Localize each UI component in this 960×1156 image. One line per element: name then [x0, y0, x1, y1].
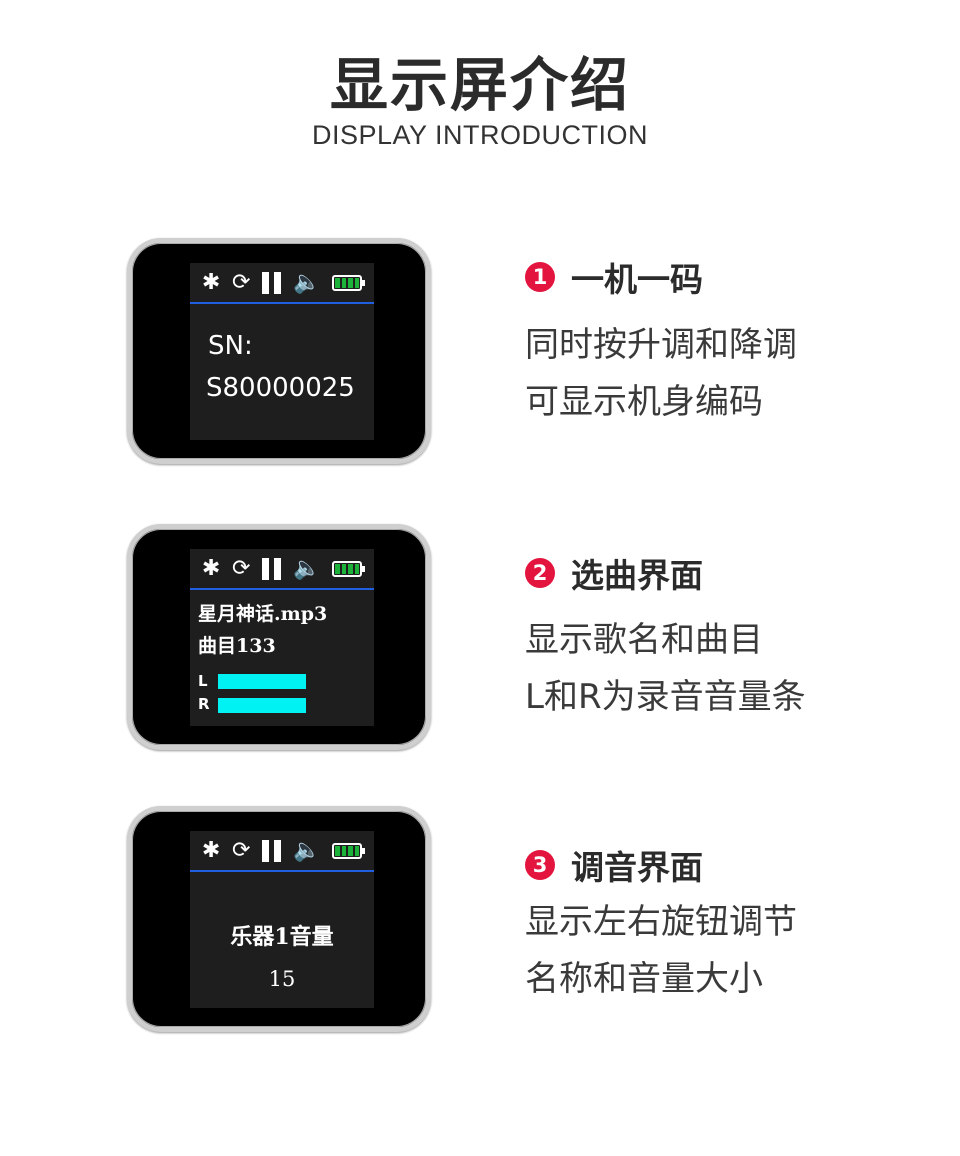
desc-line: 显示歌名和曲目	[525, 620, 763, 660]
display-screen: ✱ ⟳ 🔈 乐器1音量 15	[190, 831, 374, 1008]
pause-icon	[262, 557, 282, 580]
battery-icon	[332, 274, 366, 291]
control-value: 15	[268, 967, 296, 991]
device-tuning-screen: ✱ ⟳ 🔈 乐器1音量 15	[127, 806, 431, 1032]
number-badge: 1	[525, 262, 555, 292]
page-subtitle: DISPLAY INTRODUCTION	[311, 120, 649, 150]
control-name: 乐器1音量	[230, 924, 334, 950]
battery-icon	[332, 842, 366, 859]
bluetooth-icon: ✱	[201, 555, 221, 581]
speaker-icon: 🔈	[292, 555, 321, 581]
section-heading: 1 一机一码	[525, 253, 703, 301]
auto-sync-icon: ⟳	[232, 837, 251, 863]
status-bar: ✱ ⟳ 🔈	[190, 831, 374, 872]
section-desc: 显示歌名和曲目 L和R为录音音量条	[525, 612, 806, 726]
speaker-icon: 🔈	[292, 837, 321, 863]
right-level-bar	[218, 698, 306, 713]
bluetooth-icon: ✱	[201, 837, 221, 863]
page-title: 显示屏介绍	[329, 51, 630, 119]
device-serial-screen: ✱ ⟳ 🔈 SN: S80000025	[127, 238, 431, 464]
display-screen: ✱ ⟳ 🔈 SN: S80000025	[190, 263, 374, 440]
section-heading: 2 选曲界面	[525, 549, 703, 597]
number-badge: 3	[525, 850, 555, 880]
heading-text: 调音界面	[571, 848, 703, 887]
section-heading: 3 调音界面	[525, 841, 703, 889]
desc-line: L和R为录音音量条	[525, 677, 806, 717]
left-level-label: L	[198, 672, 208, 690]
song-name: 星月神话.mp3	[198, 603, 328, 625]
section-desc: 显示左右旋钮调节名称和音量大小	[525, 894, 797, 1008]
left-level-bar	[218, 674, 306, 689]
auto-sync-icon: ⟳	[232, 269, 251, 295]
serial-value: S80000025	[206, 373, 355, 403]
pause-icon	[262, 839, 282, 862]
serial-label: SN:	[208, 331, 253, 361]
display-screen: ✱ ⟳ 🔈 星月神话.mp3 曲目133 L R	[190, 549, 374, 726]
status-bar: ✱ ⟳ 🔈	[190, 549, 374, 590]
track-number: 曲目133	[198, 635, 276, 657]
battery-icon	[332, 560, 366, 577]
desc-line: 同时按升调和降调	[525, 325, 797, 365]
heading-text: 一机一码	[571, 260, 703, 299]
device-song-screen: ✱ ⟳ 🔈 星月神话.mp3 曲目133 L R	[127, 524, 431, 750]
speaker-icon: 🔈	[292, 269, 321, 295]
status-bar: ✱ ⟳ 🔈	[190, 263, 374, 304]
bluetooth-icon: ✱	[201, 269, 221, 295]
desc-line: 显示左右旋钮调节	[525, 902, 797, 942]
auto-sync-icon: ⟳	[232, 555, 251, 581]
heading-text: 选曲界面	[571, 556, 703, 595]
desc-line: 可显示机身编码	[525, 382, 763, 422]
desc-line: 名称和音量大小	[525, 959, 763, 999]
pause-icon	[262, 271, 282, 294]
section-desc: 同时按升调和降调可显示机身编码	[525, 317, 797, 431]
right-level-label: R	[198, 695, 210, 713]
number-badge: 2	[525, 558, 555, 588]
